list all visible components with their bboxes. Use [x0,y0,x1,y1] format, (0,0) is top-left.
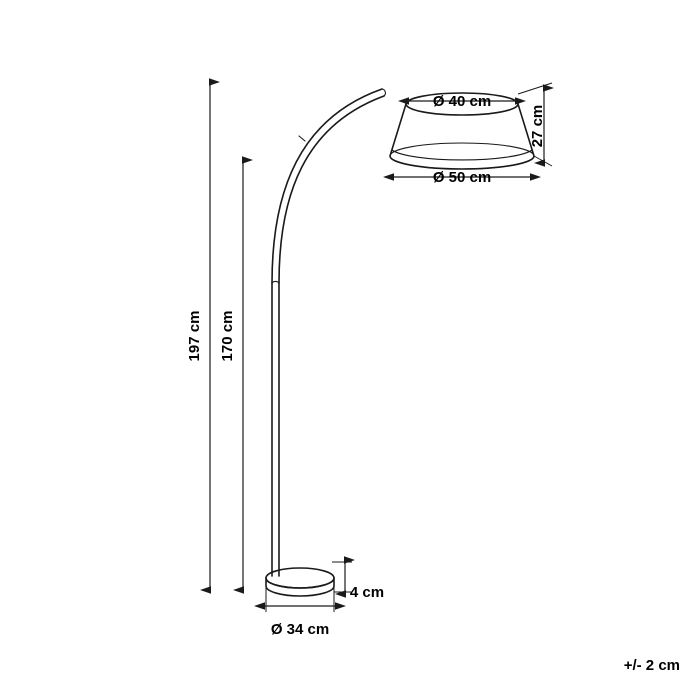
dimension-label-total-height: 197 cm [186,311,203,362]
lamp-arc-arm [271,88,386,284]
tolerance-note: +/- 2 cm [624,657,680,674]
dimension-label-shade-height: 27 cm [529,105,546,148]
dimension-base-diameter: Ø 34 cm [254,586,346,638]
lamp-base [265,567,335,597]
dimension-base-height: 4 cm [332,556,384,601]
dimension-label-shade-top-diameter: Ø 40 cm [433,93,491,110]
dimension-label-base-height: 4 cm [350,584,384,601]
dimension-label-shade-bottom-diameter: Ø 50 cm [433,169,491,186]
dimension-shade-height: 27 cm [517,82,554,167]
dimension-label-shade-height-from-floor: 170 cm [219,311,236,362]
dimension-shade-bottom-diameter: Ø 50 cm [383,169,541,186]
lamp-pole [271,280,280,577]
dimension-total-height: 197 cm [186,78,220,594]
dimension-shade-top-diameter: Ø 40 cm [398,93,526,110]
dimension-label-base-diameter: Ø 34 cm [271,621,329,638]
lamp-illustration [265,88,535,597]
dimension-shade-height-from-floor: 170 cm [219,156,253,594]
